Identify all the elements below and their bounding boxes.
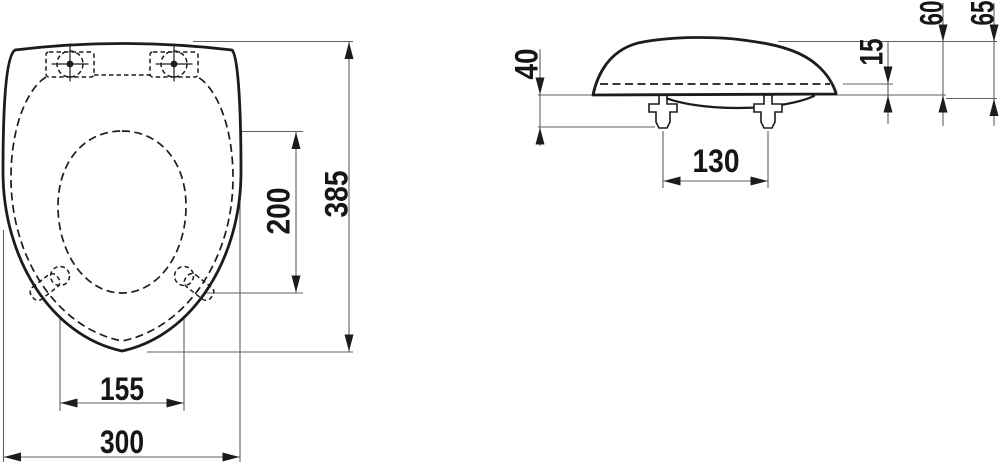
dim-arrow bbox=[344, 334, 354, 352]
dim-total-height: 65 bbox=[965, 1, 1000, 126]
dim-arrow bbox=[60, 398, 78, 408]
hinge-hole-left bbox=[45, 43, 95, 82]
dim-seat-height-label: 60 bbox=[914, 1, 950, 26]
dim-arrow bbox=[663, 176, 681, 186]
fixing-bolt-left bbox=[648, 94, 678, 129]
dim-arrow bbox=[344, 42, 354, 59]
dim-bumper-spacing: 155 bbox=[60, 371, 184, 408]
hinge-center-dot bbox=[66, 60, 74, 68]
hinge-center-dot bbox=[170, 60, 178, 68]
dim-arrow bbox=[166, 398, 184, 408]
dim-arrow bbox=[938, 24, 948, 42]
dim-arrow bbox=[883, 95, 893, 113]
dim-arrow bbox=[989, 99, 999, 116]
dim-arrow bbox=[883, 66, 893, 84]
seat-profile-outline bbox=[591, 36, 838, 97]
dim-hinge-spacing: 130 bbox=[663, 143, 768, 186]
dim-seat-height: 60 bbox=[914, 1, 950, 126]
dim-total-height-label: 65 bbox=[965, 1, 1000, 26]
dim-arrow bbox=[291, 275, 301, 293]
bumper-circle bbox=[173, 265, 195, 287]
seat-outline bbox=[1, 42, 243, 353]
dim-arrow bbox=[938, 95, 948, 113]
seat-opening-dashed bbox=[57, 130, 187, 294]
dim-fixing-length: 40 bbox=[509, 49, 545, 146]
dim-cutout-length-label: 200 bbox=[261, 188, 297, 235]
dim-arrow bbox=[291, 132, 301, 149]
bumper-pad bbox=[183, 272, 215, 302]
dim-overall-width: 300 bbox=[3, 424, 240, 462]
fixing-bolt-right bbox=[753, 94, 783, 129]
bumper-pad bbox=[29, 272, 61, 302]
hinge-hole-right bbox=[149, 43, 199, 82]
dim-overall-length: 385 bbox=[319, 41, 355, 352]
dim-arrow bbox=[535, 127, 545, 145]
seat-side-view: 40 130 15 60 65 bbox=[509, 1, 1000, 188]
dim-fixing-length-label: 40 bbox=[509, 49, 545, 80]
bumper-circle bbox=[49, 265, 71, 287]
dim-arrow bbox=[535, 77, 545, 95]
seat-top-view: 385 200 155 300 bbox=[1, 40, 355, 462]
dim-bumper-spacing-label: 155 bbox=[100, 371, 144, 407]
dim-hinge-spacing-label: 130 bbox=[693, 143, 740, 179]
dim-arrow bbox=[222, 452, 240, 462]
seat-ring-dashed-contour bbox=[10, 76, 234, 342]
bumper-right bbox=[173, 265, 215, 302]
dim-overall-length-label: 385 bbox=[319, 171, 355, 218]
dim-overall-width-label: 300 bbox=[100, 424, 144, 460]
bumper-left bbox=[29, 265, 71, 302]
underside-curve bbox=[659, 94, 816, 110]
dim-arrow bbox=[989, 24, 999, 42]
dim-arrow bbox=[750, 176, 768, 186]
dim-underside-gap: 15 bbox=[854, 39, 893, 124]
dim-underside-gap-label: 15 bbox=[854, 39, 890, 66]
dim-arrow bbox=[4, 452, 21, 462]
dim-cutout-length: 200 bbox=[261, 131, 301, 293]
